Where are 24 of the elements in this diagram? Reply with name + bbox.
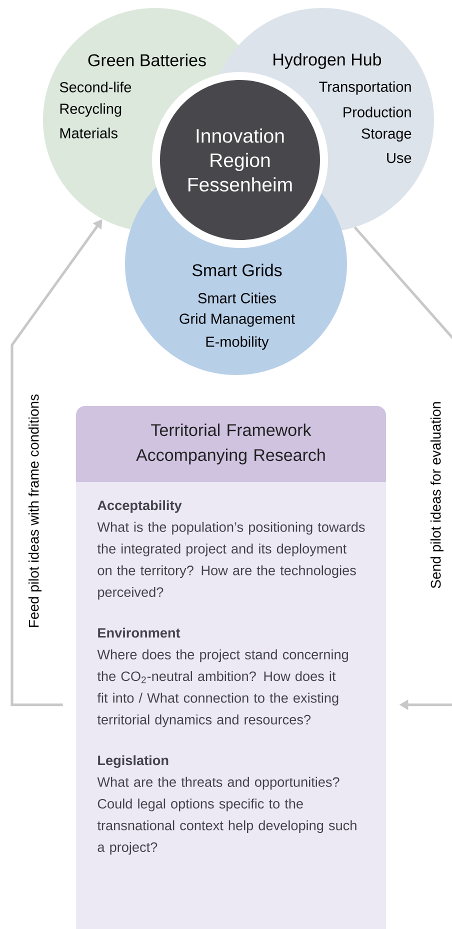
paragraph: What is the population’s positioning towards the integrated project and its deployment on the territory? How are the technologies perceived? [97, 522, 365, 600]
circle-heading: Green Batteries [88, 54, 206, 66]
topic-label: Transportation [319, 81, 411, 95]
topic-label: E-mobility [206, 336, 269, 350]
circle-heading: Hydrogen Hub [274, 53, 382, 69]
paragraph: What are the threats and opportunities? Could legal options specific to the transnational context help developing such a project? [97, 776, 356, 855]
center-label: Innovation Region Fessenheim [188, 128, 292, 192]
topic-label: Second-life [60, 82, 132, 92]
edge-label: Feed pilot ideas with frame conditions [26, 392, 44, 630]
topic-label: Materials [60, 128, 118, 138]
arrow [354, 226, 452, 710]
topic-label: Smart Cities [198, 292, 276, 304]
topic-label: Recycling [60, 103, 122, 117]
topic-label: Use [387, 152, 412, 164]
circle-heading: Smart Grids [192, 264, 282, 276]
topic-label: Production [344, 106, 411, 118]
section-heading: Environment [98, 628, 180, 638]
topic-label: Grid Management [180, 313, 295, 327]
edge-label: Send pilot ideas for evaluation [428, 399, 446, 591]
paragraph: Where does the project stand concerning the CO$_{2}$-neutral ambition? How does it fit into / What connection to the existing territorial dynamics and resources? [97, 649, 348, 728]
topic-label: Storage [362, 128, 412, 142]
section-heading: Legislation [98, 755, 168, 768]
section-heading: Acceptability [98, 500, 182, 513]
box-title: Territorial Framework Accompanying Research [136, 424, 325, 464]
